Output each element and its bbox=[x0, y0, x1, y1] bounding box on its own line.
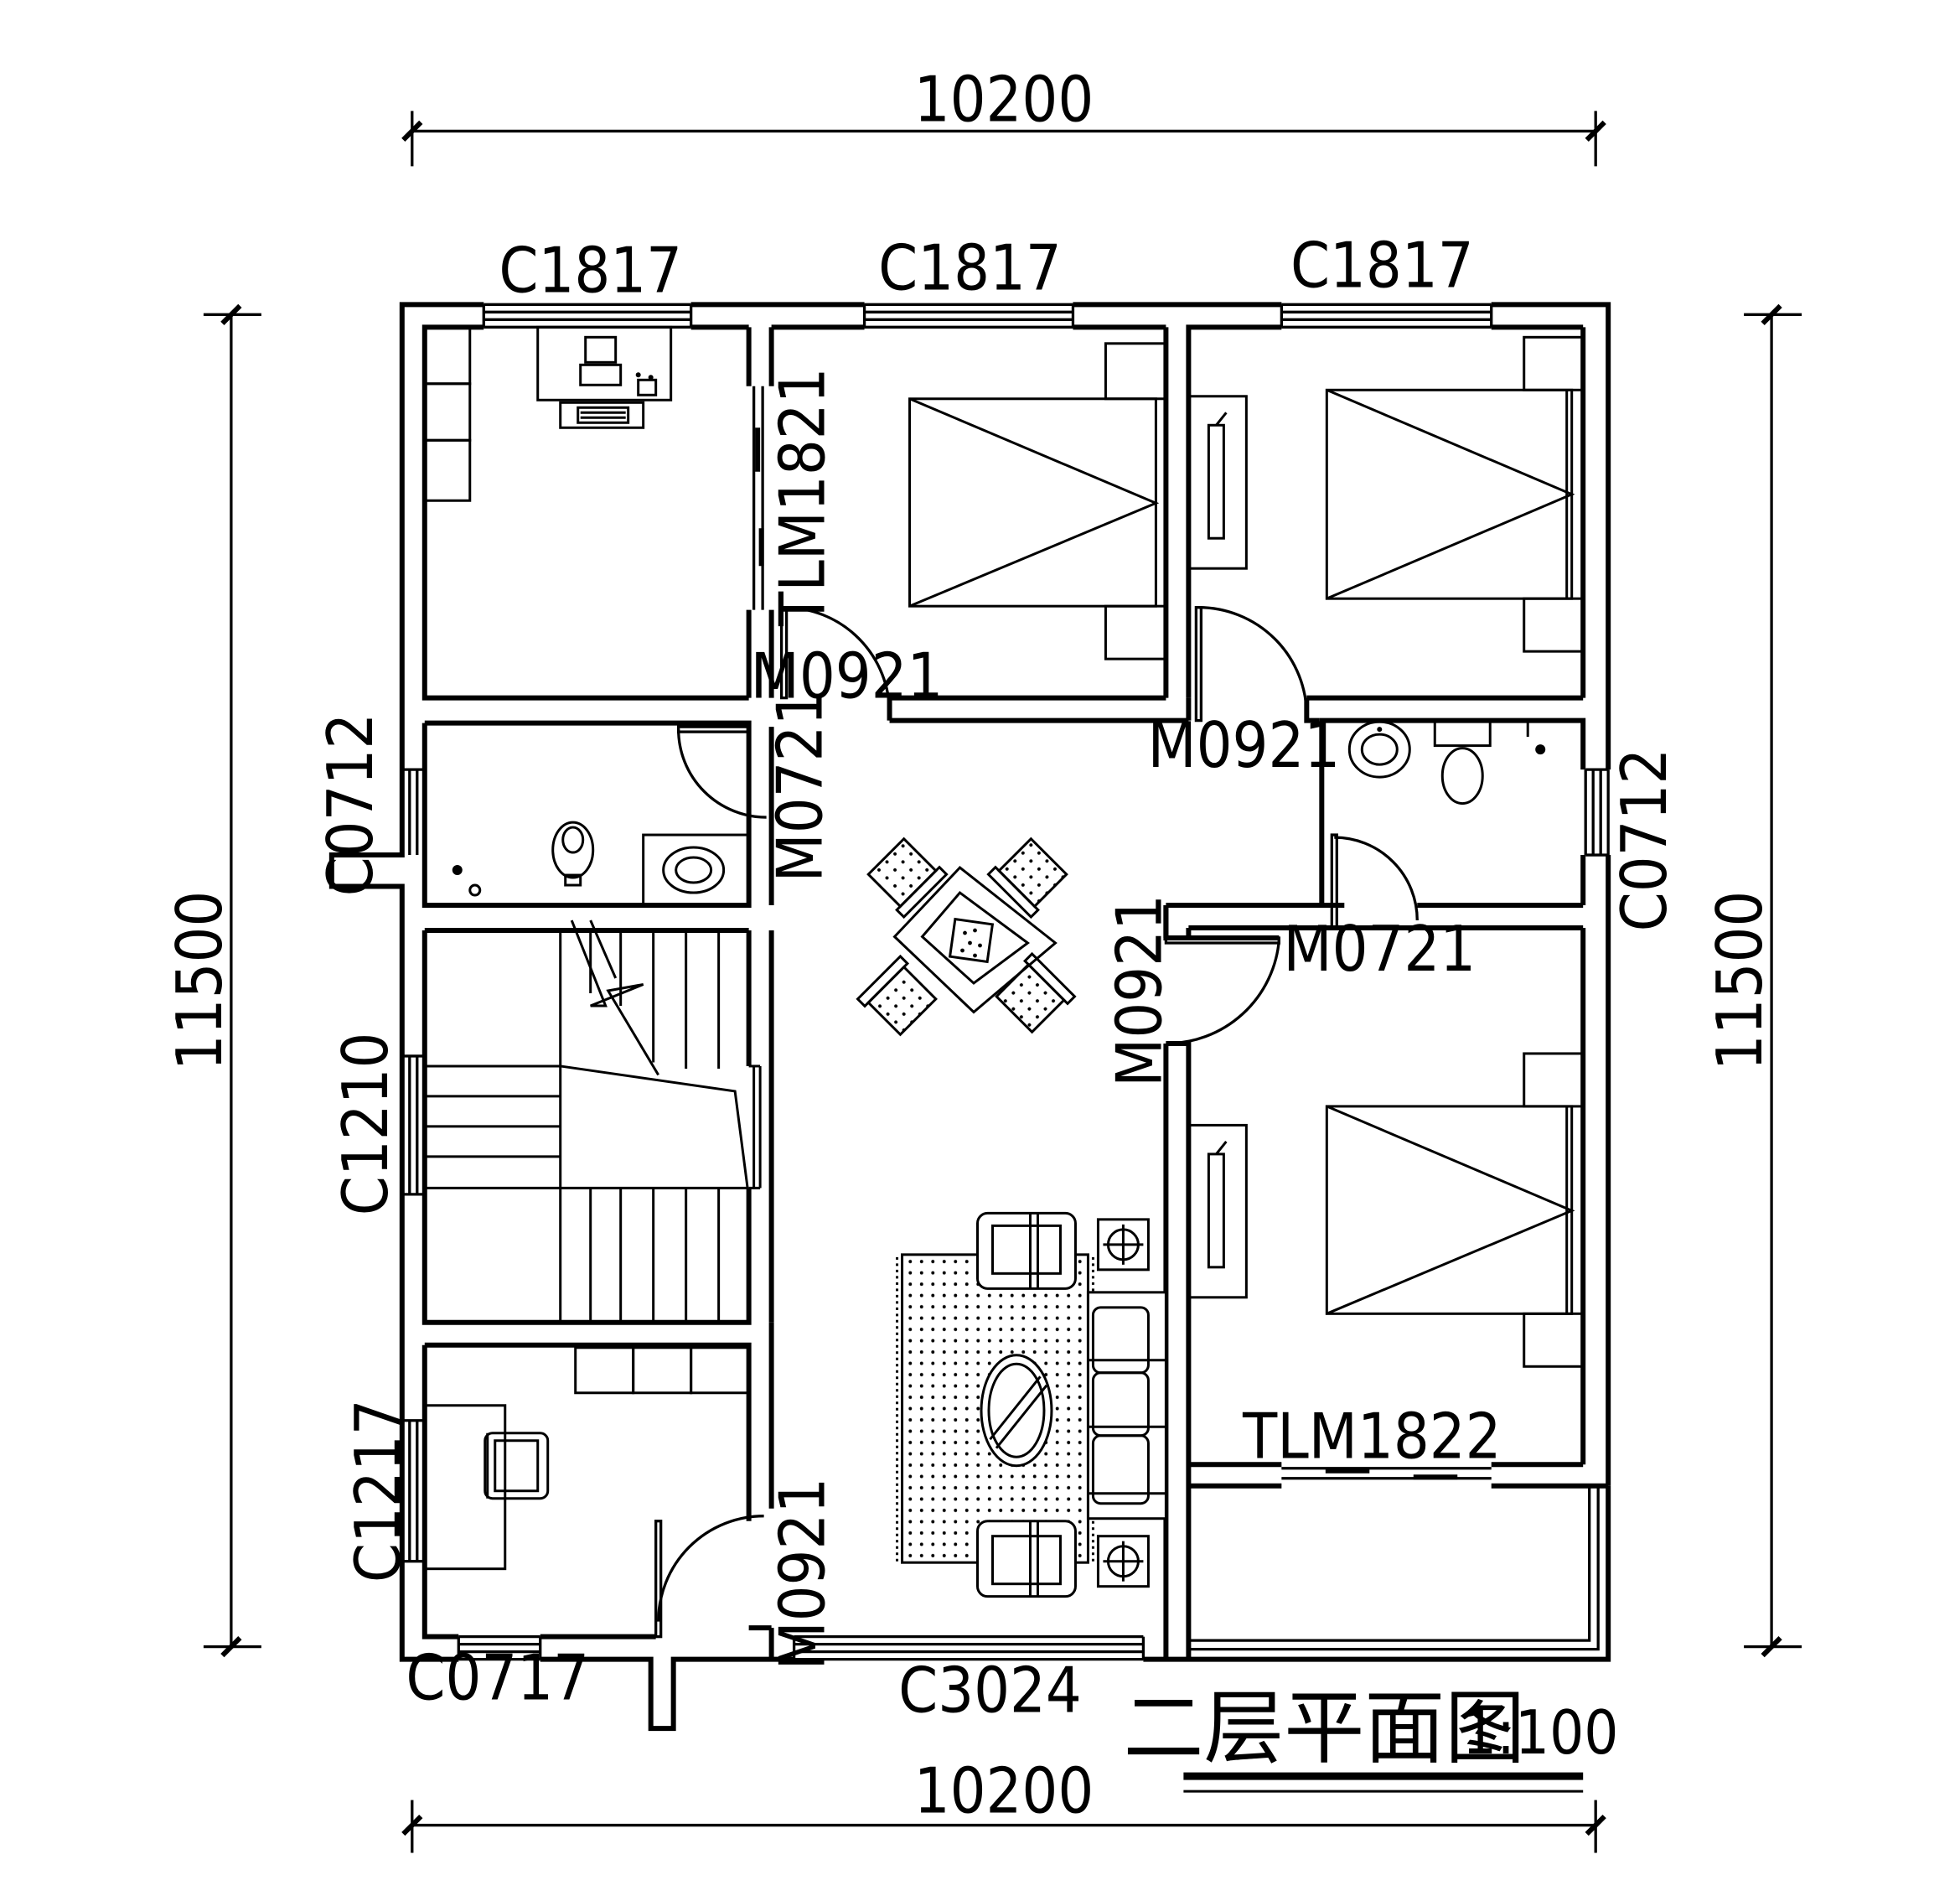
bath-fixtures-right bbox=[1347, 719, 1546, 805]
staircase bbox=[424, 919, 762, 1323]
dimension-left: 11500 bbox=[163, 303, 261, 1658]
label-door-sliding-top: TLM1821 bbox=[766, 367, 840, 626]
window-top-right bbox=[1280, 303, 1493, 329]
label-window-left-study: C1217 bbox=[341, 1399, 415, 1582]
window-right-bath bbox=[1584, 768, 1610, 857]
bed-room-2 bbox=[1325, 335, 1585, 653]
sofa-study-top bbox=[423, 325, 472, 502]
door-bath-right bbox=[1330, 833, 1419, 930]
wardrobe-room-3 bbox=[1187, 1123, 1248, 1299]
label-door-sliding-bottom: TLM1822 bbox=[1242, 1400, 1502, 1474]
dimension-right: 11500 bbox=[1703, 303, 1802, 1658]
label-window-bottom-left: C0717 bbox=[406, 1641, 589, 1715]
window-bottom-middle bbox=[792, 1635, 1145, 1661]
label-window-top-middle: C1817 bbox=[878, 231, 1062, 304]
label-window-left-bath: C0712 bbox=[313, 713, 387, 897]
window-top-middle bbox=[862, 303, 1075, 329]
dimension-top-label: 10200 bbox=[914, 62, 1094, 136]
wardrobe-room-2 bbox=[1187, 395, 1248, 570]
door-bedroom-1 bbox=[779, 606, 892, 713]
dimension-left-label: 11500 bbox=[163, 891, 236, 1070]
bath-fixtures-left bbox=[452, 821, 751, 907]
label-door-bedroom-2: M0921 bbox=[1147, 708, 1340, 782]
window-top-left bbox=[482, 303, 693, 329]
door-bath-left bbox=[677, 725, 767, 819]
bed-room-3 bbox=[1325, 1052, 1585, 1368]
window-left-stair bbox=[401, 1054, 427, 1196]
window-left-bath bbox=[401, 768, 427, 856]
label-door-bath-right: M0721 bbox=[1283, 912, 1476, 986]
drawing-scale: 1:100 bbox=[1462, 1697, 1619, 1768]
drawing-title: 二层平面图 bbox=[1123, 1681, 1525, 1775]
door-sliding-bottom bbox=[1281, 1467, 1492, 1480]
window-bottom-left bbox=[457, 1635, 542, 1661]
door-bedroom-3 bbox=[1164, 936, 1280, 1045]
dimension-bottom: 10200 bbox=[401, 1754, 1606, 1853]
title-block: 二层平面图 1:100 bbox=[1123, 1681, 1619, 1793]
dimension-top: 10200 bbox=[401, 62, 1606, 167]
bed-room-1 bbox=[908, 342, 1167, 660]
door-study bbox=[654, 1515, 764, 1639]
label-window-bottom-middle: C3024 bbox=[898, 1654, 1082, 1727]
label-window-top-left: C1817 bbox=[499, 233, 682, 307]
labels: C1817 C1817 C1817 C0712 C0712 C1210 C121… bbox=[313, 228, 1681, 1727]
dining-set bbox=[856, 837, 1077, 1037]
study-furniture bbox=[423, 1346, 751, 1571]
living-set bbox=[896, 1211, 1167, 1598]
label-door-study: M0921 bbox=[766, 1478, 840, 1670]
label-door-bath-left: M0721 bbox=[763, 690, 837, 883]
label-door-bedroom-1: M0921 bbox=[751, 640, 944, 713]
dimension-bottom-label: 10200 bbox=[914, 1754, 1094, 1828]
label-window-right-bath: C0712 bbox=[1607, 748, 1681, 932]
label-door-bedroom-3: M0921 bbox=[1102, 894, 1176, 1087]
doors bbox=[654, 386, 1492, 1639]
door-bedroom-2 bbox=[1194, 606, 1308, 723]
computer-desk bbox=[536, 325, 673, 429]
label-window-left-stair: C1210 bbox=[328, 1033, 402, 1216]
dimension-right-label: 11500 bbox=[1703, 891, 1776, 1070]
label-window-top-right: C1817 bbox=[1290, 228, 1474, 302]
door-sliding-top bbox=[752, 386, 764, 610]
title-underline-thick bbox=[1183, 1772, 1584, 1780]
